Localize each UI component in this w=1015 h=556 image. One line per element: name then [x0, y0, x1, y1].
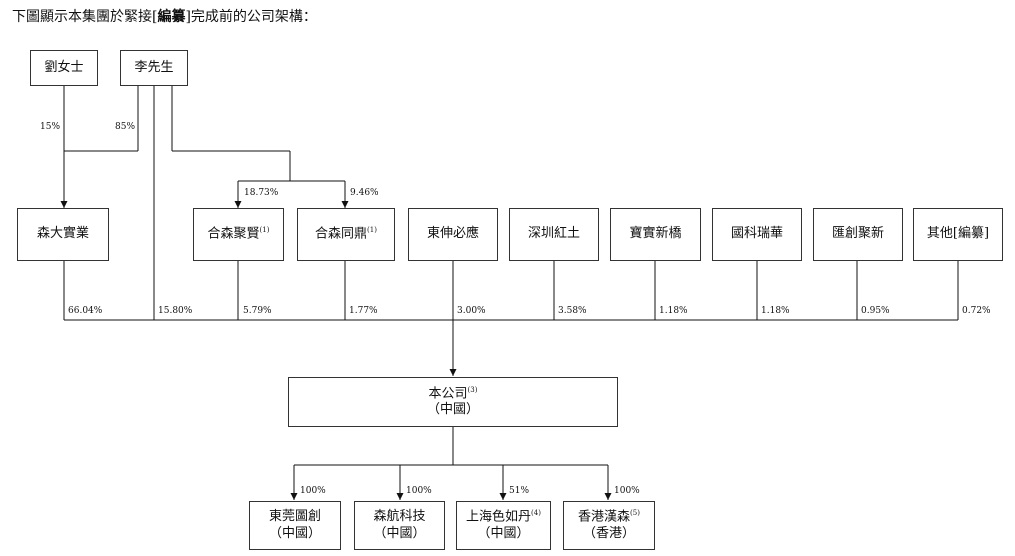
node-dongshen: 東伸必應 [408, 208, 498, 261]
node-liu: 劉女士 [30, 50, 98, 86]
pct-qita: 0.72% [962, 306, 991, 316]
pct-li: 15.80% [158, 306, 193, 316]
node-qita-label: 其他[編纂] [926, 226, 990, 242]
node-senda: 森大實業 [17, 208, 109, 261]
pct-li-tongding: 9.46% [350, 188, 379, 198]
node-senhang: 森航科技 （中國） [354, 501, 445, 550]
pct-hongtu: 3.58% [558, 306, 587, 316]
pct-baoshi: 1.18% [659, 306, 688, 316]
node-hk: 香港漢森(5) （香港） [563, 501, 655, 550]
node-hk-name: 香港漢森(5) [578, 509, 640, 525]
node-dongguan-loc: （中國） [268, 525, 321, 541]
intro-bold: 編纂 [157, 9, 186, 25]
pct-shanghai: 51% [509, 486, 530, 496]
pct-dongguan: 100% [300, 486, 326, 496]
node-company-name: 本公司(3) [428, 385, 478, 401]
pct-liu-senda: 15% [40, 122, 61, 132]
node-baoshi: 寶實新橋 [610, 208, 701, 261]
node-hesenjuxian: 合森聚賢(1) [193, 208, 284, 261]
node-shanghai-name: 上海色如丹(4) [466, 509, 541, 525]
node-guoke: 國科瑞華 [712, 208, 802, 261]
intro-before: 下圖顯示本集團於緊接[ [12, 9, 158, 25]
footnote-1b: (1) [367, 226, 377, 235]
intro-text: 下圖顯示本集團於緊接[編纂]完成前的公司架構： [12, 6, 317, 26]
pct-juxian: 5.79% [243, 306, 272, 316]
node-company-loc: （中國） [426, 402, 479, 418]
node-dongguan-name: 東莞圖創 [268, 509, 321, 525]
node-shanghai: 上海色如丹(4) （中國） [456, 501, 551, 550]
node-dongguan: 東莞圖創 （中國） [249, 501, 341, 550]
node-hesenjuxian-label: 合森聚賢(1) [207, 226, 270, 242]
node-liu-label: 劉女士 [44, 59, 84, 75]
node-li: 李先生 [120, 50, 188, 86]
pct-li-senda: 85% [115, 122, 136, 132]
node-li-label: 李先生 [134, 59, 174, 75]
pct-dongshen: 3.00% [457, 306, 486, 316]
intro-after: ]完成前的公司架構： [185, 9, 317, 25]
node-hk-loc: （香港） [582, 525, 635, 541]
node-qita: 其他[編纂] [913, 208, 1003, 261]
node-guoke-label: 國科瑞華 [730, 226, 783, 242]
pct-li-juxian: 18.73% [244, 188, 279, 198]
node-company: 本公司(3) （中國） [288, 377, 618, 427]
footnote-4: (4) [531, 509, 541, 518]
pct-hk: 100% [614, 486, 640, 496]
footnote-1a: (1) [259, 226, 270, 235]
node-baoshi-label: 寶實新橋 [629, 226, 682, 242]
node-shenzhen-hongtu-label: 深圳紅土 [527, 226, 580, 242]
node-senhang-name: 森航科技 [373, 509, 426, 525]
node-senhang-loc: （中國） [373, 525, 426, 541]
pct-tongding: 1.77% [349, 306, 378, 316]
node-huichuang: 匯創聚新 [813, 208, 903, 261]
node-shenzhen-hongtu: 深圳紅土 [509, 208, 599, 261]
footnote-3: (3) [467, 385, 478, 394]
pct-senhang: 100% [406, 486, 432, 496]
node-huichuang-label: 匯創聚新 [831, 226, 884, 242]
footnote-5: (5) [630, 509, 640, 518]
node-hesentongding: 合森同鼎(1) [297, 208, 395, 261]
node-dongshen-label: 東伸必應 [426, 226, 479, 242]
pct-senda: 66.04% [68, 306, 103, 316]
pct-huichuang: 0.95% [861, 306, 890, 316]
pct-guoke: 1.18% [761, 306, 790, 316]
node-shanghai-loc: （中國） [477, 525, 530, 541]
node-hesentongding-label: 合森同鼎(1) [315, 226, 377, 242]
node-senda-label: 森大實業 [36, 226, 89, 242]
